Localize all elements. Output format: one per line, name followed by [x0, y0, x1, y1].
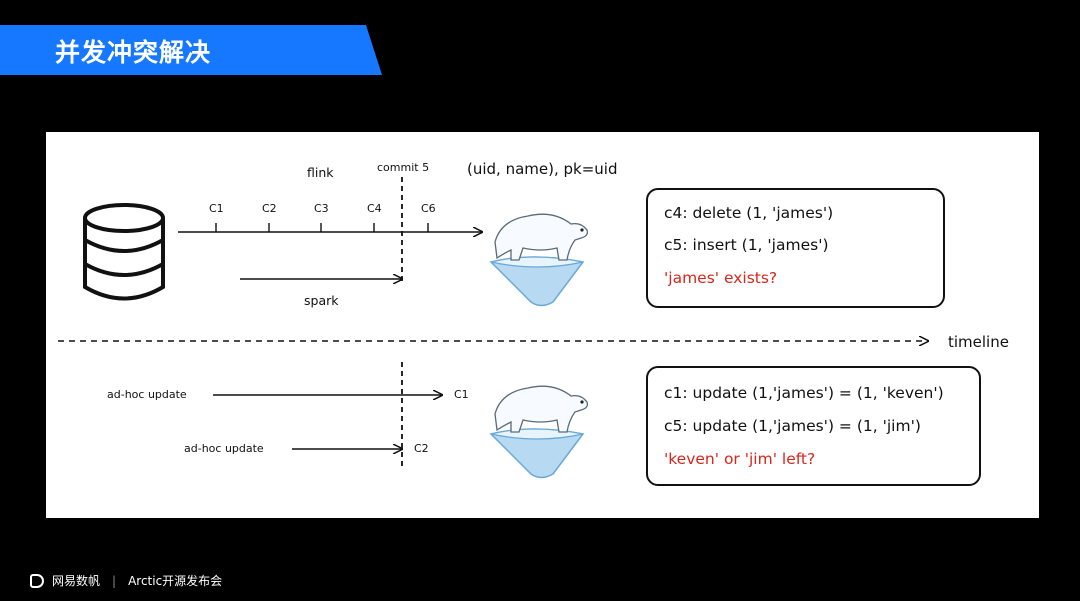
footer: 网易数帆 | Arctic开源发布会: [30, 572, 222, 589]
footer-separator: |: [112, 573, 117, 588]
footer-brand: 网易数帆: [52, 574, 101, 588]
conflict-box-top: c4: delete (1, 'james') c5: insert (1, '…: [646, 188, 945, 308]
box-line: c1: update (1,'james') = (1, 'keven'): [664, 384, 944, 402]
box-line: c5: insert (1, 'james'): [664, 236, 829, 254]
spark-label: spark: [304, 293, 339, 308]
box-question: 'james' exists?: [664, 269, 778, 287]
diagram-panel: flink commit 5 (uid, name), pk=uid C1 C2…: [46, 132, 1039, 518]
schema-label: (uid, name), pk=uid: [467, 160, 618, 178]
polar-bear-iceberg-icon: [489, 213, 589, 307]
commit-label: C6: [421, 202, 436, 215]
footer-event: Arctic开源发布会: [128, 574, 223, 588]
update1-commit-label: C1: [454, 388, 469, 401]
box-line: c5: update (1,'james') = (1, 'jim'): [664, 417, 921, 435]
update2-label: ad-hoc update: [184, 442, 264, 455]
commit-label: C4: [367, 202, 382, 215]
brand-logo-icon: [30, 573, 44, 588]
commit-ticks: [215, 223, 429, 232]
commit-label: C1: [209, 202, 224, 215]
update2-commit-label: C2: [414, 442, 429, 455]
update1-label: ad-hoc update: [107, 388, 187, 401]
commit-label: C2: [262, 202, 277, 215]
page-title: 并发冲突解决: [55, 38, 212, 67]
commit5-label: commit 5: [377, 161, 430, 174]
flink-label: flink: [307, 165, 334, 180]
title-banner: [0, 25, 382, 75]
conflict-box-bottom: c1: update (1,'james') = (1, 'keven') c5…: [646, 366, 981, 486]
commit-label: C3: [314, 202, 329, 215]
polar-bear-iceberg-icon: [489, 385, 589, 479]
box-question: 'keven' or 'jim' left?: [664, 450, 816, 468]
diagram-canvas: [58, 177, 1039, 479]
box-line: c4: delete (1, 'james'): [664, 204, 834, 222]
database-icon: [83, 203, 165, 301]
timeline-label: timeline: [948, 333, 1009, 351]
